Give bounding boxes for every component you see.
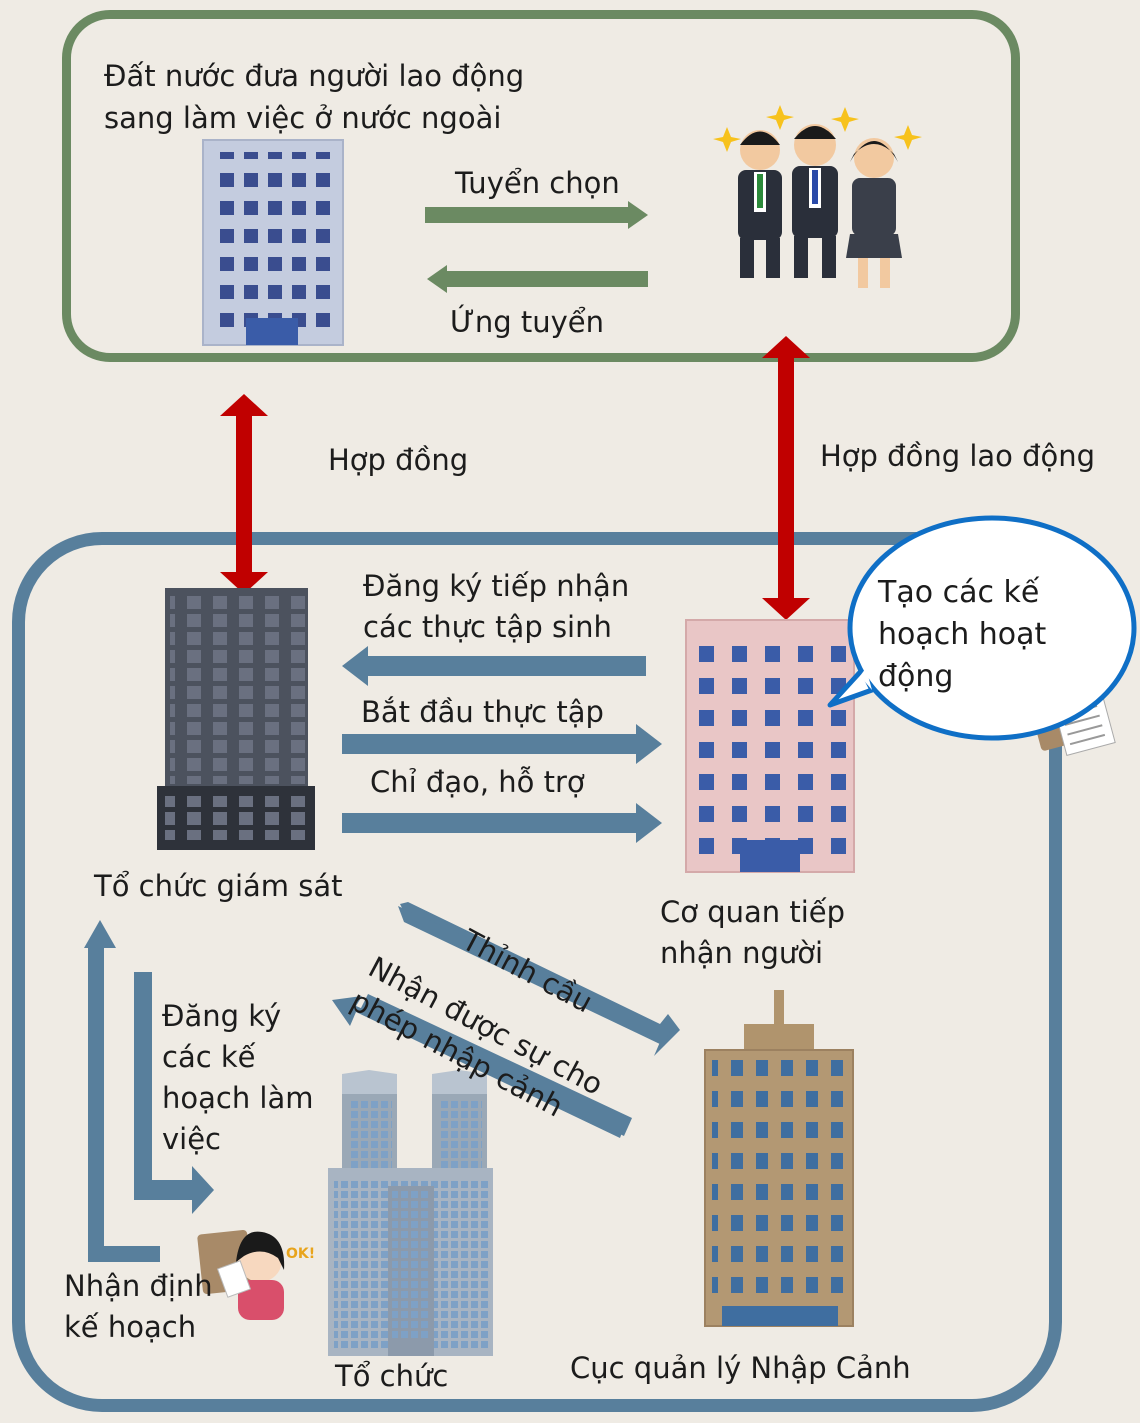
approver-illustration: OK! (197, 1229, 315, 1320)
labor-contract-label: Hợp đồng lao động (820, 439, 1096, 473)
guidance-label: Chỉ đạo, hỗ trợ (370, 765, 585, 799)
register-trainees-arrow (342, 646, 646, 686)
organization-building (328, 1070, 493, 1356)
supervising-org-building (157, 588, 315, 850)
approve-plan-arrow (84, 920, 160, 1262)
supervising-org-label: Tổ chức giám sát (94, 869, 343, 903)
speech-bubble (827, 515, 1137, 741)
contract-arrow (220, 394, 268, 594)
contract-label: Hợp đồng (328, 443, 469, 477)
request-arrow (398, 902, 680, 1056)
apply-arrow (427, 265, 648, 293)
host-org-building (685, 619, 855, 873)
workers-illustration (713, 105, 922, 288)
selection-label: Tuyển chọn (455, 166, 620, 200)
immigration-label: Cục quản lý Nhập Cảnh (570, 1351, 911, 1385)
labor-contract-arrow (762, 336, 810, 620)
register-plan-arrow (134, 972, 214, 1214)
immigration-building (704, 990, 854, 1327)
bubble-text: Tạo các kế hoạch hoạt động (878, 575, 1047, 694)
apply-label: Ứng tuyển (450, 305, 605, 339)
svg-text:OK!: OK! (286, 1246, 315, 1262)
start-training-arrow (342, 724, 662, 764)
start-training-label: Bắt đầu thực tập (361, 695, 604, 729)
sending-country-label: Đất nước đưa người lao động sang làm việ… (104, 59, 525, 135)
organization-label: Tổ chức (335, 1359, 449, 1393)
selection-arrow (425, 201, 648, 229)
guidance-arrow (342, 803, 662, 843)
host-org-label: Cơ quan tiếp nhận người (660, 895, 846, 970)
japan-side-panel (12, 532, 1062, 1412)
register-trainees-label: Đăng ký tiếp nhận các thực tập sinh (363, 569, 630, 644)
register-plan-label: Đăng ký các kế hoạch làm việc (162, 999, 314, 1156)
permission-arrow (332, 994, 632, 1138)
approve-plan-label: Nhận định kế hoạch (64, 1269, 213, 1344)
sending-country-panel (62, 10, 1020, 362)
sending-country-building (202, 139, 344, 346)
